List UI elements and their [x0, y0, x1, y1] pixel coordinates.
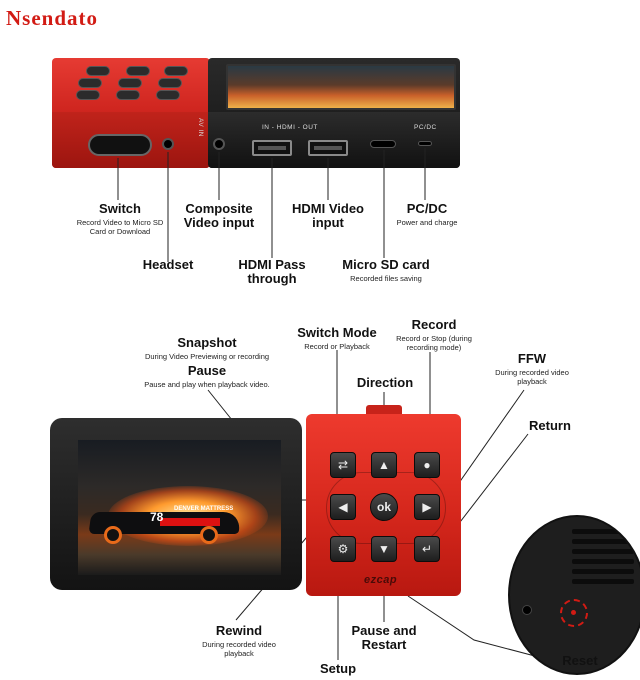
switch-mode-icon: ⇄ — [337, 458, 349, 472]
top-key — [158, 78, 182, 88]
callout-pause-restart: Pause and Restart — [351, 623, 417, 652]
right-button[interactable]: ▶ — [414, 494, 440, 520]
down-button[interactable]: ▼ — [371, 536, 397, 562]
return-button[interactable]: ↵ — [414, 536, 440, 562]
micro-sd-slot — [370, 140, 396, 148]
top-key — [116, 90, 140, 100]
car-sponsor: DENVER MATTRESS — [174, 506, 234, 512]
reset-zoom-inset — [508, 515, 640, 675]
brand-logo: Nsendato — [6, 6, 99, 30]
callout-pause: Pause Pause and play when playback video… — [144, 363, 270, 389]
reset-highlight-ring — [560, 599, 588, 627]
right-arrow-icon: ▶ — [422, 500, 432, 514]
top-key — [86, 66, 110, 76]
side-hole — [522, 605, 532, 615]
ezcap-logo: ezcap — [364, 574, 398, 586]
down-arrow-icon: ▼ — [378, 542, 390, 556]
ok-label: ok — [376, 500, 391, 514]
top-key — [164, 66, 188, 76]
record-switch[interactable] — [88, 134, 152, 156]
hdmi-out-port — [252, 140, 292, 156]
callout-headset: Headset — [142, 257, 194, 272]
dc-print: PC/DC — [414, 124, 437, 131]
headset-jack — [162, 138, 174, 150]
race-car-image: 78 DENVER MATTRESS — [88, 504, 242, 544]
top-key — [156, 90, 180, 100]
switch-mode-button[interactable]: ⇄ — [330, 452, 356, 478]
reset-pinhole[interactable] — [571, 610, 576, 615]
hdmi-in-port — [308, 140, 348, 156]
callout-ffw: FFW During recorded video playback — [495, 351, 569, 387]
top-key — [78, 78, 102, 88]
callout-return: Return — [529, 418, 571, 433]
callout-hdmi-pass: HDMI Pass through — [238, 257, 306, 286]
callout-pcdc: PC/DC Power and charge — [396, 201, 458, 227]
callout-direction: Direction — [356, 375, 414, 390]
hdmi-port-print: IN - HDMI - OUT — [262, 124, 318, 131]
top-key — [126, 66, 150, 76]
callout-rewind: Rewind During recorded video playback — [202, 623, 276, 659]
dc-port — [418, 141, 432, 146]
left-button[interactable]: ◀ — [330, 494, 356, 520]
callout-micro-sd: Micro SD card Recorded files saving — [342, 257, 430, 283]
callout-switch-mode: Switch Mode Record or Playback — [297, 325, 377, 351]
callout-reset: Reset — [562, 653, 598, 668]
top-device-screen — [226, 64, 456, 110]
up-button[interactable]: ▲ — [371, 452, 397, 478]
main-screen-display: 78 DENVER MATTRESS — [78, 440, 281, 575]
ok-button[interactable]: ok — [370, 493, 398, 521]
return-icon: ↵ — [421, 542, 433, 556]
record-button[interactable]: ● — [414, 452, 440, 478]
callout-hdmi-video: HDMI Video input — [292, 201, 364, 230]
callout-switch: Switch Record Video to Micro SD Card or … — [76, 201, 164, 237]
setup-gear-icon: ⚙ — [337, 542, 349, 556]
callout-record: Record Record or Stop (during recording … — [396, 317, 472, 353]
car-number: 78 — [150, 510, 164, 524]
up-arrow-icon: ▲ — [378, 458, 390, 472]
top-key — [118, 78, 142, 88]
left-arrow-icon: ◀ — [338, 500, 348, 514]
callout-snapshot: Snapshot During Video Previewing or reco… — [144, 335, 270, 361]
callout-setup: Setup — [319, 661, 357, 676]
setup-button[interactable]: ⚙ — [330, 536, 356, 562]
av-input-jack — [213, 138, 225, 150]
top-key — [76, 90, 100, 100]
callout-composite: Composite Video input — [183, 201, 255, 230]
record-icon: ● — [423, 458, 431, 472]
